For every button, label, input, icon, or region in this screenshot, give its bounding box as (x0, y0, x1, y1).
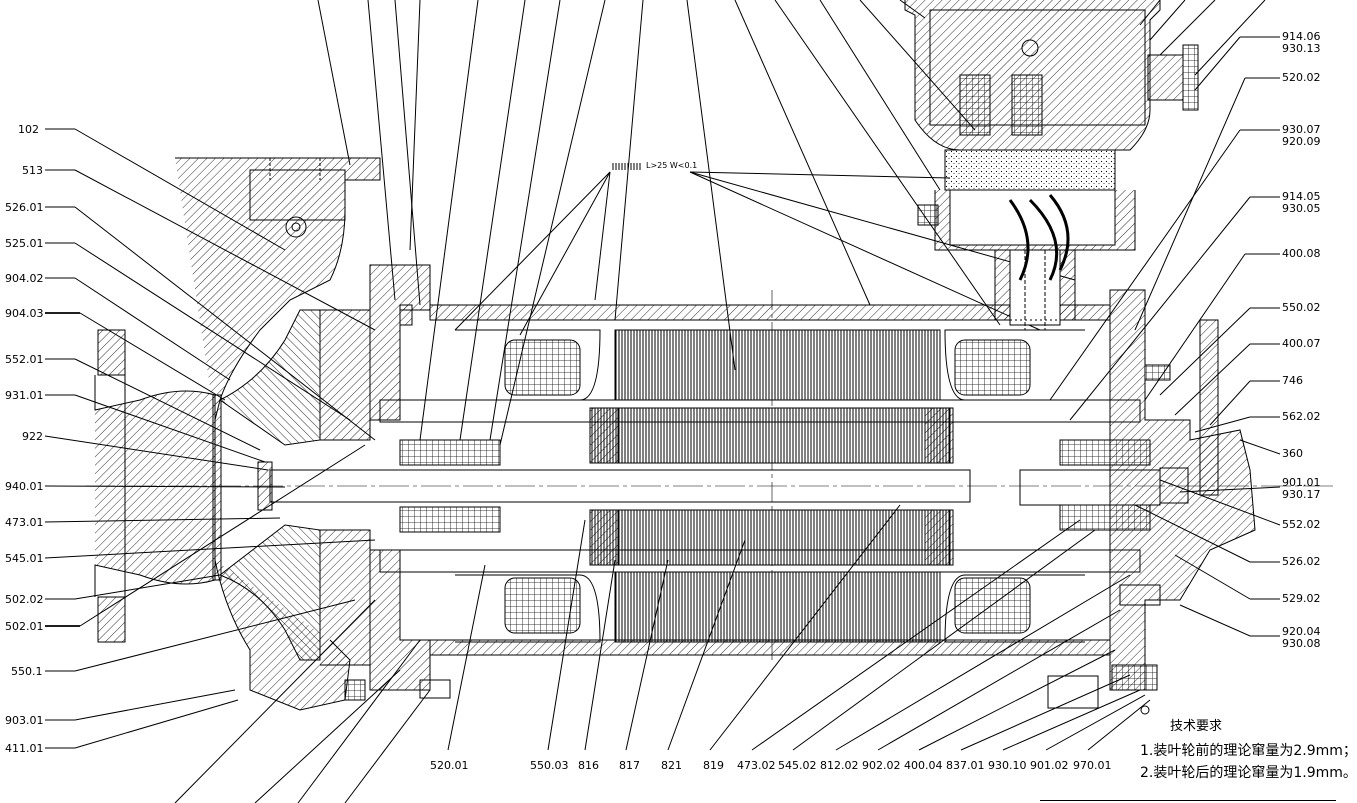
label-502-02: 502.02 (5, 593, 44, 606)
label-520-01: 520.01 (430, 759, 469, 772)
label-550-03: 550.03 (530, 759, 569, 772)
label-360: 360 (1282, 447, 1303, 460)
label-473-01: 473.01 (5, 516, 44, 529)
weld-symbol-icon (612, 163, 642, 170)
label-411-01: 411.01 (5, 742, 44, 755)
label-837-01: 837.01 (946, 759, 985, 772)
label-513: 513 (22, 164, 43, 177)
label-400-08: 400.08 (1282, 247, 1321, 260)
label-400-07: 400.07 (1282, 337, 1321, 350)
label-526-01: 526.01 (5, 201, 44, 214)
label-970-01: 970.01 (1073, 759, 1112, 772)
label-902-02: 902.02 (862, 759, 901, 772)
label-400-04: 400.04 (904, 759, 943, 772)
label-819: 819 (703, 759, 724, 772)
label-520-02: 520.02 (1282, 71, 1321, 84)
label-102: 102 (18, 123, 39, 136)
label-550-02: 550.02 (1282, 301, 1321, 314)
label-904-03: 904.03 (5, 307, 44, 320)
label-545-02: 545.02 (778, 759, 817, 772)
label-903-01: 903.01 (5, 714, 44, 727)
label-529-02: 529.02 (1282, 592, 1321, 605)
label-904-02: 904.02 (5, 272, 44, 285)
label-545-01: 545.01 (5, 552, 44, 565)
label-562-02: 562.02 (1282, 410, 1321, 423)
label-526-02: 526.02 (1282, 555, 1321, 568)
label-525-01: 525.01 (5, 237, 44, 250)
label-922: 922 (22, 430, 43, 443)
label-502-01: 502.01 (5, 620, 44, 633)
label-816: 816 (578, 759, 599, 772)
label-473-02: 473.02 (737, 759, 776, 772)
label-931-01: 931.01 (5, 389, 44, 402)
tech-requirement-1: 1.装叶轮前的理论窜量为2.9mm； (1140, 743, 1357, 759)
label-817: 817 (619, 759, 640, 772)
weld-note: L>25 W<0.1 (646, 161, 698, 170)
label-930-10: 930.10 (988, 759, 1027, 772)
tech-requirement-2: 2.装叶轮后的理论窜量为1.9mm。 (1140, 765, 1357, 781)
title-block-border (1040, 800, 1336, 801)
label-552-02: 552.02 (1282, 518, 1321, 531)
label-901-02: 901.02 (1030, 759, 1069, 772)
label-552-01: 552.01 (5, 353, 44, 366)
label-940-01: 940.01 (5, 480, 44, 493)
label-550-1: 550.1 (11, 665, 43, 678)
label-821: 821 (661, 759, 682, 772)
label-812-02: 812.02 (820, 759, 859, 772)
tech-requirements-title: 技术要求 (1170, 719, 1223, 734)
label-746: 746 (1282, 374, 1303, 387)
